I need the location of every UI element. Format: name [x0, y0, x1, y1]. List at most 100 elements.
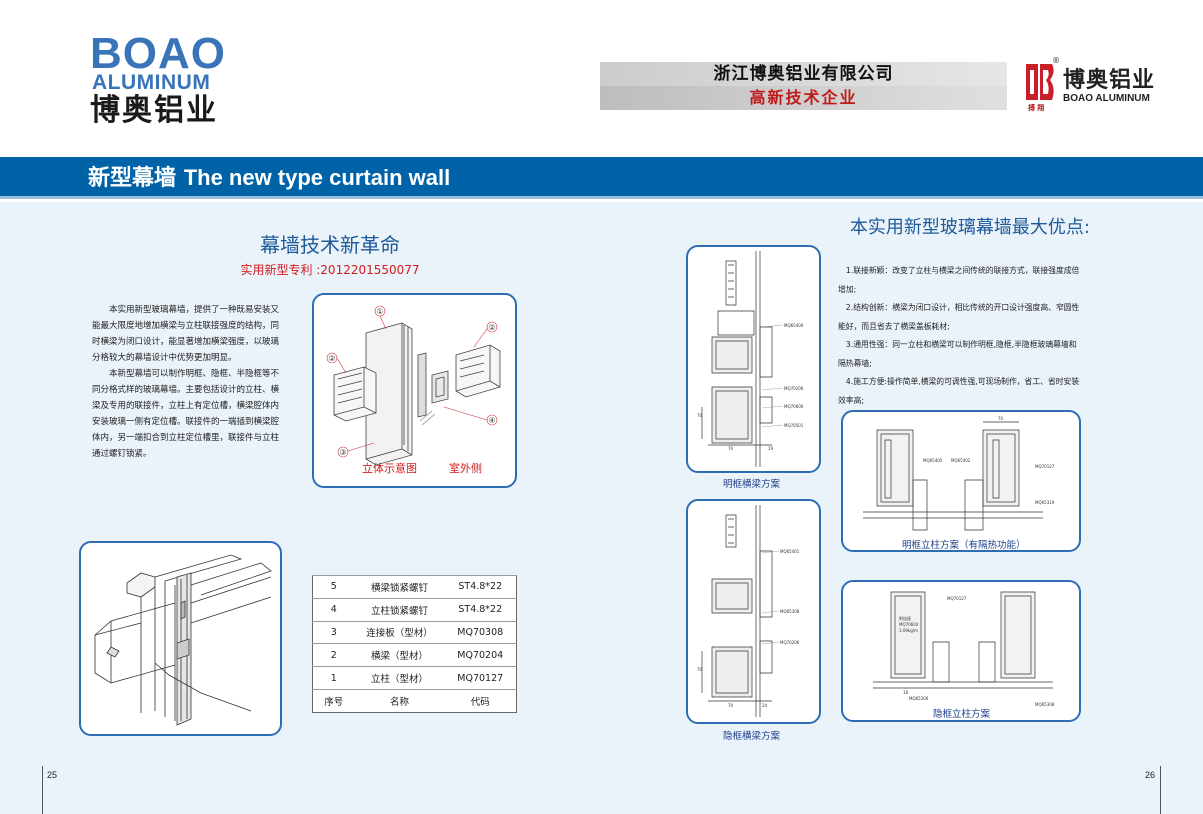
- table-header-cell: 代码: [444, 688, 517, 713]
- label-d: MQ70127: [947, 596, 967, 601]
- table-cell: 横梁（型材）: [354, 643, 445, 667]
- brand-logo-icon: [1024, 62, 1056, 102]
- iso-caption-outside: 室外侧: [449, 462, 482, 475]
- label-b: 24: [762, 703, 768, 708]
- caption-b: 隐框横梁方案: [723, 731, 781, 742]
- intro-paragraph-2: 本新型幕墙可以制作明框、隐框、半隐框等不同分格式样的玻璃幕墙。主要包括设计的立柱…: [92, 369, 280, 459]
- advantage-item: 1.联接新颖：改变了立柱与横梁之间传统的联接方式，联接强度成倍增加;: [838, 266, 1080, 294]
- label-a: MQ65400: [784, 323, 804, 328]
- label-d: 18: [903, 690, 909, 695]
- marker-1: ①: [376, 307, 383, 316]
- label-d: MQ70604: [899, 622, 919, 627]
- label-d: MQ65306: [909, 696, 929, 701]
- table-cell: 2: [312, 643, 355, 667]
- section-drawing-c: MQ65405 MQ65402 MQ70127 MQ65319 70: [863, 416, 1055, 531]
- brand-en-name: BOAO ALUMINUM: [1063, 93, 1150, 104]
- company-name: 浙江博奥铝业有限公司: [713, 64, 894, 84]
- left-page-margin-line: [42, 766, 43, 814]
- section-banner: 新型幕墙 The new type curtain wall: [0, 157, 1203, 199]
- patent-number: 实用新型专利 :2012201550077: [240, 263, 420, 277]
- iso-caption: 立体示意图: [362, 462, 417, 475]
- table-header-cell: 名称: [354, 688, 445, 713]
- page-number-left: 25: [47, 770, 58, 780]
- company-tag-bar: [600, 86, 1007, 110]
- intro-paragraph-1: 本实用新型玻璃幕墙，提供了一种既易安装又能最大限度地增加横梁与立柱联接强度的结构…: [92, 305, 280, 363]
- logo-cn-text: 博奥铝业: [90, 93, 218, 128]
- label-b: 70: [697, 667, 703, 672]
- banner-title-en: The new type curtain wall: [183, 165, 451, 190]
- label-a: MQ70600: [784, 404, 804, 409]
- label-b: 70: [728, 703, 734, 708]
- table-cell: 3: [312, 620, 355, 644]
- table-cell: MQ70308: [444, 620, 517, 644]
- section-drawing-a: MQ65400 MQ70206 MQ70600 MQ70501 70 19 70: [697, 251, 804, 467]
- table-cell: 横梁锁紧螺钉: [354, 575, 445, 599]
- page-header: BOAO ALUMINUM 博奥铝业 浙江博奥铝业有限公司 高新技术企业 ® 博…: [0, 0, 1203, 157]
- label-d: MQ65308: [1035, 702, 1055, 707]
- advantage-item: 3.通用性强：同一立柱和横梁可以制作明框,隐框,半隐框玻璃幕墙和隔热幕墙;: [838, 340, 1077, 368]
- label-a: MQ70206: [784, 386, 804, 391]
- right-page-margin-line: [1160, 766, 1161, 814]
- label-a: MQ70501: [784, 423, 804, 428]
- advantages-heading: 本实用新型玻璃幕墙最大优点:: [849, 217, 1090, 238]
- marker-2a: ②: [488, 323, 495, 332]
- table-cell: 5: [312, 575, 355, 599]
- label-b: MQ65401: [780, 549, 800, 554]
- caption-d: 隐框立柱方案: [933, 709, 991, 720]
- page-number-right: 26: [1145, 770, 1156, 780]
- table-cell: 立柱（型材）: [354, 666, 445, 690]
- caption-a: 明框横梁方案: [723, 479, 781, 490]
- company-tag: 高新技术企业: [749, 88, 858, 107]
- table-cell: ST4.8*22: [444, 575, 517, 599]
- banner-title-cn: 新型幕墙: [88, 165, 177, 190]
- label-c: MQ70127: [1035, 464, 1055, 469]
- table-header-row: 序号名称代码: [312, 688, 517, 713]
- label-c: MQ65319: [1035, 500, 1055, 505]
- table-header-cell: 序号: [312, 688, 355, 713]
- logo-boao-text: BOAO: [90, 29, 226, 78]
- marker-3: ③: [339, 448, 346, 457]
- company-name-bar: [600, 62, 1007, 86]
- 3d-assembly-panel: [79, 541, 282, 736]
- label-a: 70: [697, 413, 703, 418]
- table-cell: MQ70204: [444, 643, 517, 667]
- isometric-exploded-drawing: ① ② ② ③ ④: [326, 305, 501, 466]
- visible-frame-mullion-panel: MQ65405 MQ65402 MQ70127 MQ65319 70: [841, 410, 1081, 552]
- label-d: 附连接: [899, 615, 911, 621]
- hidden-frame-mullion-panel: MQ70127 附连接 MQ70604 3.09kg/m MQ65306 MQ6…: [841, 580, 1081, 722]
- section-drawing-b: MQ65401 MQ65308 MQ70206 70 24 70: [697, 505, 800, 717]
- advantages-list: 1.联接新颖：改变了立柱与横梁之间传统的联接方式，联接强度成倍增加; 2.结构创…: [838, 262, 1080, 410]
- label-a: 70: [728, 446, 734, 451]
- logo-aluminum-text: ALUMINUM: [92, 71, 211, 94]
- marker-4: ④: [488, 416, 495, 425]
- label-d: 3.09kg/m: [899, 628, 918, 633]
- table-cell: ST4.8*22: [444, 597, 517, 622]
- isometric-diagram-panel: ① ② ② ③ ④: [312, 293, 517, 488]
- table-cell: 1: [312, 666, 355, 690]
- visible-frame-transom-panel: MQ65400 MQ70206 MQ70600 MQ70501 70 19 70: [686, 245, 821, 473]
- hidden-frame-transom-panel: MQ65401 MQ65308 MQ70206 70 24 70: [686, 499, 821, 724]
- label-b: MQ70206: [780, 640, 800, 645]
- brand-seal-text: 搏 翔: [1028, 104, 1045, 112]
- intro-text: 本实用新型玻璃幕墙，提供了一种既易安装又能最大限度地增加横梁与立柱联接强度的结构…: [92, 302, 280, 462]
- brand-cn-name: 博奥铝业: [1063, 68, 1156, 93]
- advantage-item: 4.施工方便:操作简单,横梁的可调性强,可现场制作，省工、省时安装效率高;: [838, 377, 1080, 405]
- label-a: 19: [768, 446, 774, 451]
- table-cell: 立柱锁紧螺钉: [354, 597, 445, 622]
- table-cell: 连接板（型材）: [354, 620, 445, 644]
- table-cell: MQ70127: [444, 666, 517, 690]
- registered-mark: ®: [1052, 56, 1060, 65]
- 3d-assembly-drawing: [94, 554, 272, 726]
- tech-heading: 幕墙技术新革命: [260, 233, 400, 257]
- label-b: MQ65308: [780, 609, 800, 614]
- label-c: MQ65405: [923, 458, 943, 463]
- banner-title: 新型幕墙 The new type curtain wall: [88, 165, 450, 192]
- section-drawing-d: MQ70127 附连接 MQ70604 3.09kg/m MQ65306 MQ6…: [873, 591, 1055, 707]
- caption-c: 明框立柱方案（有隔热功能）: [902, 540, 1026, 551]
- marker-2b: ②: [328, 354, 335, 363]
